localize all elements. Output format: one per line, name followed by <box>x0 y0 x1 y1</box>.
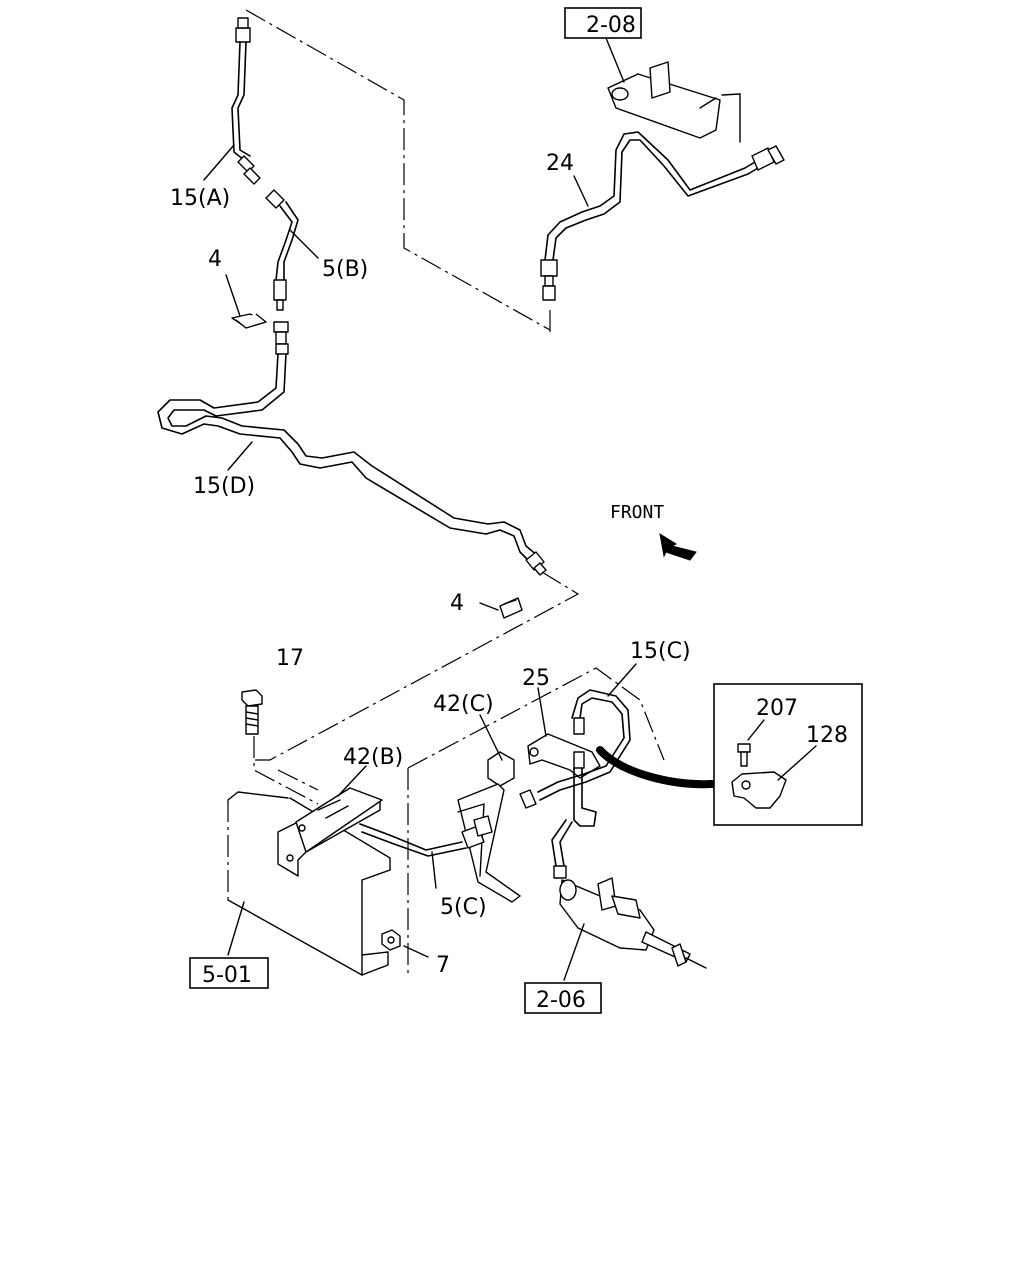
callout-128: 128 <box>806 723 848 748</box>
reservoir-tank <box>607 61 741 143</box>
ref-box-2-08 <box>564 7 642 39</box>
callout-17: 17 <box>276 646 304 671</box>
clip-4-mid <box>499 597 523 619</box>
pipe-15a <box>231 17 261 185</box>
guide-lines-top <box>245 9 551 333</box>
guide-lines-mid <box>253 571 580 805</box>
pipe-15d <box>157 343 547 576</box>
ref-box-2-06 <box>524 982 602 1014</box>
guide-lines-bottom <box>407 667 665 975</box>
inset-detail-box <box>713 683 863 826</box>
callout-42b: 42(B) <box>343 745 403 770</box>
callout-24: 24 <box>546 151 574 176</box>
leader-lines <box>203 37 817 981</box>
callout-5c: 5(C) <box>440 895 487 920</box>
callout-15d: 15(D) <box>193 474 255 499</box>
callout-15c: 15(C) <box>630 639 691 664</box>
callout-25: 25 <box>522 666 550 691</box>
ref-box-5-01 <box>189 957 269 989</box>
nut-7 <box>381 929 401 951</box>
pipe-15c <box>519 689 631 827</box>
callout-15a: 15(A) <box>170 186 230 211</box>
callout-labels: 2-08 15(A) 5(B) 4 24 15(D) 4 17 42(C) 25… <box>170 13 848 1013</box>
inset-leader-arc <box>596 746 716 789</box>
ref-5-01-text: 5-01 <box>202 963 252 988</box>
callout-4-mid: 4 <box>450 591 464 616</box>
bracket-42c <box>457 751 521 903</box>
pipe-5b <box>265 189 299 345</box>
callout-7: 7 <box>436 953 450 978</box>
callout-4-top: 4 <box>208 247 222 272</box>
front-arrow-icon <box>659 532 697 561</box>
bolt-17 <box>241 689 263 735</box>
pipe-5c <box>359 815 493 857</box>
ref-2-08-text: 2-08 <box>586 13 636 38</box>
callout-207: 207 <box>756 696 798 721</box>
callout-5b: 5(B) <box>322 257 368 282</box>
clutch-cylinder <box>551 819 707 969</box>
frame-rail <box>227 791 391 976</box>
pipe-24 <box>540 131 785 301</box>
ref-2-06-text: 2-06 <box>536 988 586 1013</box>
callout-42c: 42(C) <box>433 692 494 717</box>
clip-4-top <box>231 313 267 329</box>
front-label: FRONT <box>610 502 664 523</box>
bracket-42b <box>277 787 383 877</box>
